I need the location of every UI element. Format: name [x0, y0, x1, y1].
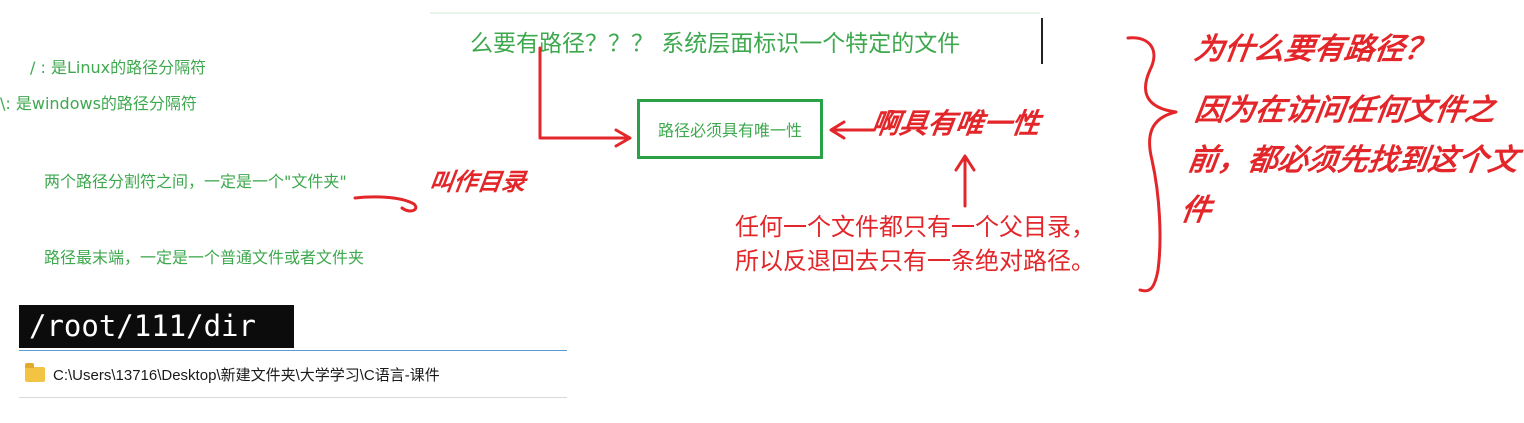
uniqueness-annotation: 啊具有唯一性: [869, 107, 1043, 140]
folder-icon: [25, 362, 45, 382]
parent-directory-note: 任何一个文件都只有一个父目录， 所以反退回去只有一条绝对路径。: [735, 210, 1095, 278]
heading-to-box-arrow: [538, 46, 630, 140]
uniqueness-arrowhead: [829, 120, 846, 140]
parent-note-line-1: 任何一个文件都只有一个父目录，: [735, 213, 1095, 241]
parent-note-up-arrowhead: [954, 154, 976, 172]
between-prefix: 两个路径分割符之间，一定是一个": [44, 172, 292, 191]
between-suffix: ": [339, 172, 347, 191]
why-path-title: 为什么要有路径？: [1192, 32, 1437, 67]
terminal-path: /root/111/dir: [19, 305, 294, 348]
curly-brace: [1126, 36, 1178, 293]
windows-separator-note: \: 是windows的路径分隔符: [0, 94, 197, 113]
address-path[interactable]: C:\Users\13716\Desktop\新建文件夹\大学学习\C语言-课件: [53, 366, 440, 384]
path-end-note: 路径最末端，一定是一个普通文件或者文件夹: [44, 248, 365, 267]
uniqueness-box: 路径必须具有唯一性: [637, 99, 823, 159]
folder-highlight: 文件夹: [291, 172, 340, 191]
why-path-explanation: 因为在访问任何文件之前，都必须先找到这个文件: [1178, 93, 1521, 228]
directory-annotation: 叫作目录: [427, 167, 528, 196]
heading-top-edge: [430, 12, 1040, 14]
explorer-address-bar[interactable]: C:\Users\13716\Desktop\新建文件夹\大学学习\C语言-课件: [19, 350, 567, 398]
page-heading: 么要有路径？？？ 系统层面标识一个特定的文件: [470, 31, 961, 57]
linux-separator-note: / : 是Linux的路径分隔符: [30, 58, 207, 77]
uniqueness-box-label: 路径必须具有唯一性: [657, 121, 802, 140]
heading-to-box-arrowhead: [614, 128, 632, 148]
between-separators-note: 两个路径分割符之间，一定是一个"文件夹": [44, 172, 347, 192]
folder-underline: [353, 195, 418, 213]
parent-note-line-2: 所以反退回去只有一条绝对路径。: [735, 247, 1095, 275]
text-caret: [1041, 18, 1043, 64]
